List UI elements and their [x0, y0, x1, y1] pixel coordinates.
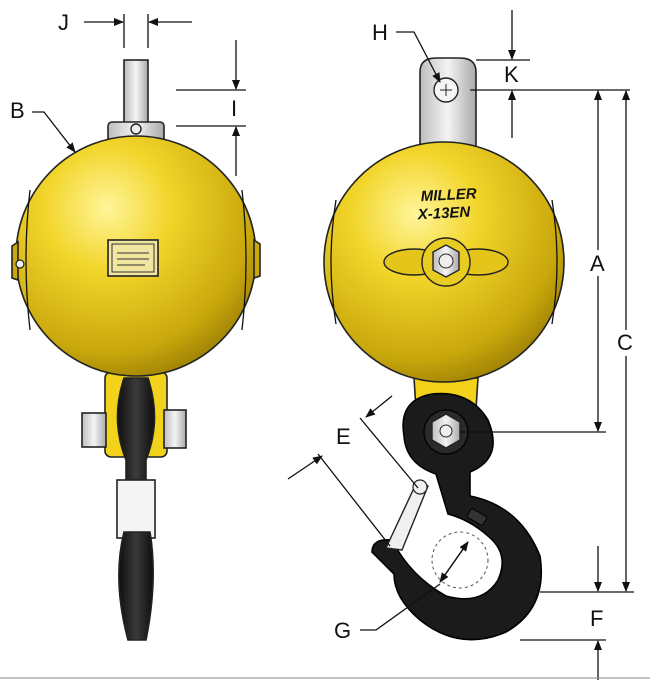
front-seam-left — [330, 199, 337, 325]
dim-F: F — [520, 546, 606, 680]
label-G: G — [334, 618, 351, 643]
label-H: H — [372, 20, 388, 45]
dim-E: E — [287, 395, 419, 547]
dim-K: K — [470, 10, 630, 138]
side-nut-left — [81, 412, 107, 448]
side-view — [11, 59, 261, 641]
front-hook-body — [371, 392, 542, 641]
side-seam-right — [241, 189, 247, 331]
side-stem — [123, 59, 149, 127]
front-hook-throat — [431, 531, 489, 589]
dim-J: J — [58, 10, 192, 48]
dim-C: C — [540, 90, 634, 593]
dim-I: I — [176, 40, 246, 176]
front-seam-right — [551, 199, 558, 325]
side-hook-tip — [118, 531, 154, 641]
side-shank — [116, 377, 156, 481]
brand-line2: X-13EN — [416, 204, 472, 224]
label-B: B — [10, 98, 25, 123]
side-seam-left — [25, 189, 31, 331]
dim-B: B — [10, 98, 76, 153]
label-K: K — [504, 62, 519, 87]
dim-A: A — [460, 90, 606, 433]
label-E: E — [336, 424, 351, 449]
front-latch-pin — [412, 479, 428, 495]
label-J: J — [58, 10, 69, 35]
front-hook-nut-center — [439, 424, 453, 438]
front-wing-bolt-center — [438, 253, 454, 269]
brand-line1: MILLER — [420, 185, 477, 205]
front-latch-spring — [466, 508, 488, 526]
dim-H: H — [372, 20, 441, 83]
side-latch-plate — [116, 479, 156, 539]
dim-G: G — [334, 541, 469, 643]
label-C: C — [617, 330, 633, 355]
label-F: F — [590, 606, 603, 631]
side-nut-right — [163, 409, 187, 449]
front-view: MILLER X-13EN — [323, 57, 565, 641]
side-nameplate — [107, 239, 159, 277]
label-A: A — [590, 251, 605, 276]
side-stem-bolt — [130, 123, 142, 135]
label-I: I — [231, 96, 237, 121]
side-lug-screw — [15, 259, 25, 269]
side-lug-right — [253, 238, 261, 280]
side-nameplate-inner — [111, 243, 155, 273]
